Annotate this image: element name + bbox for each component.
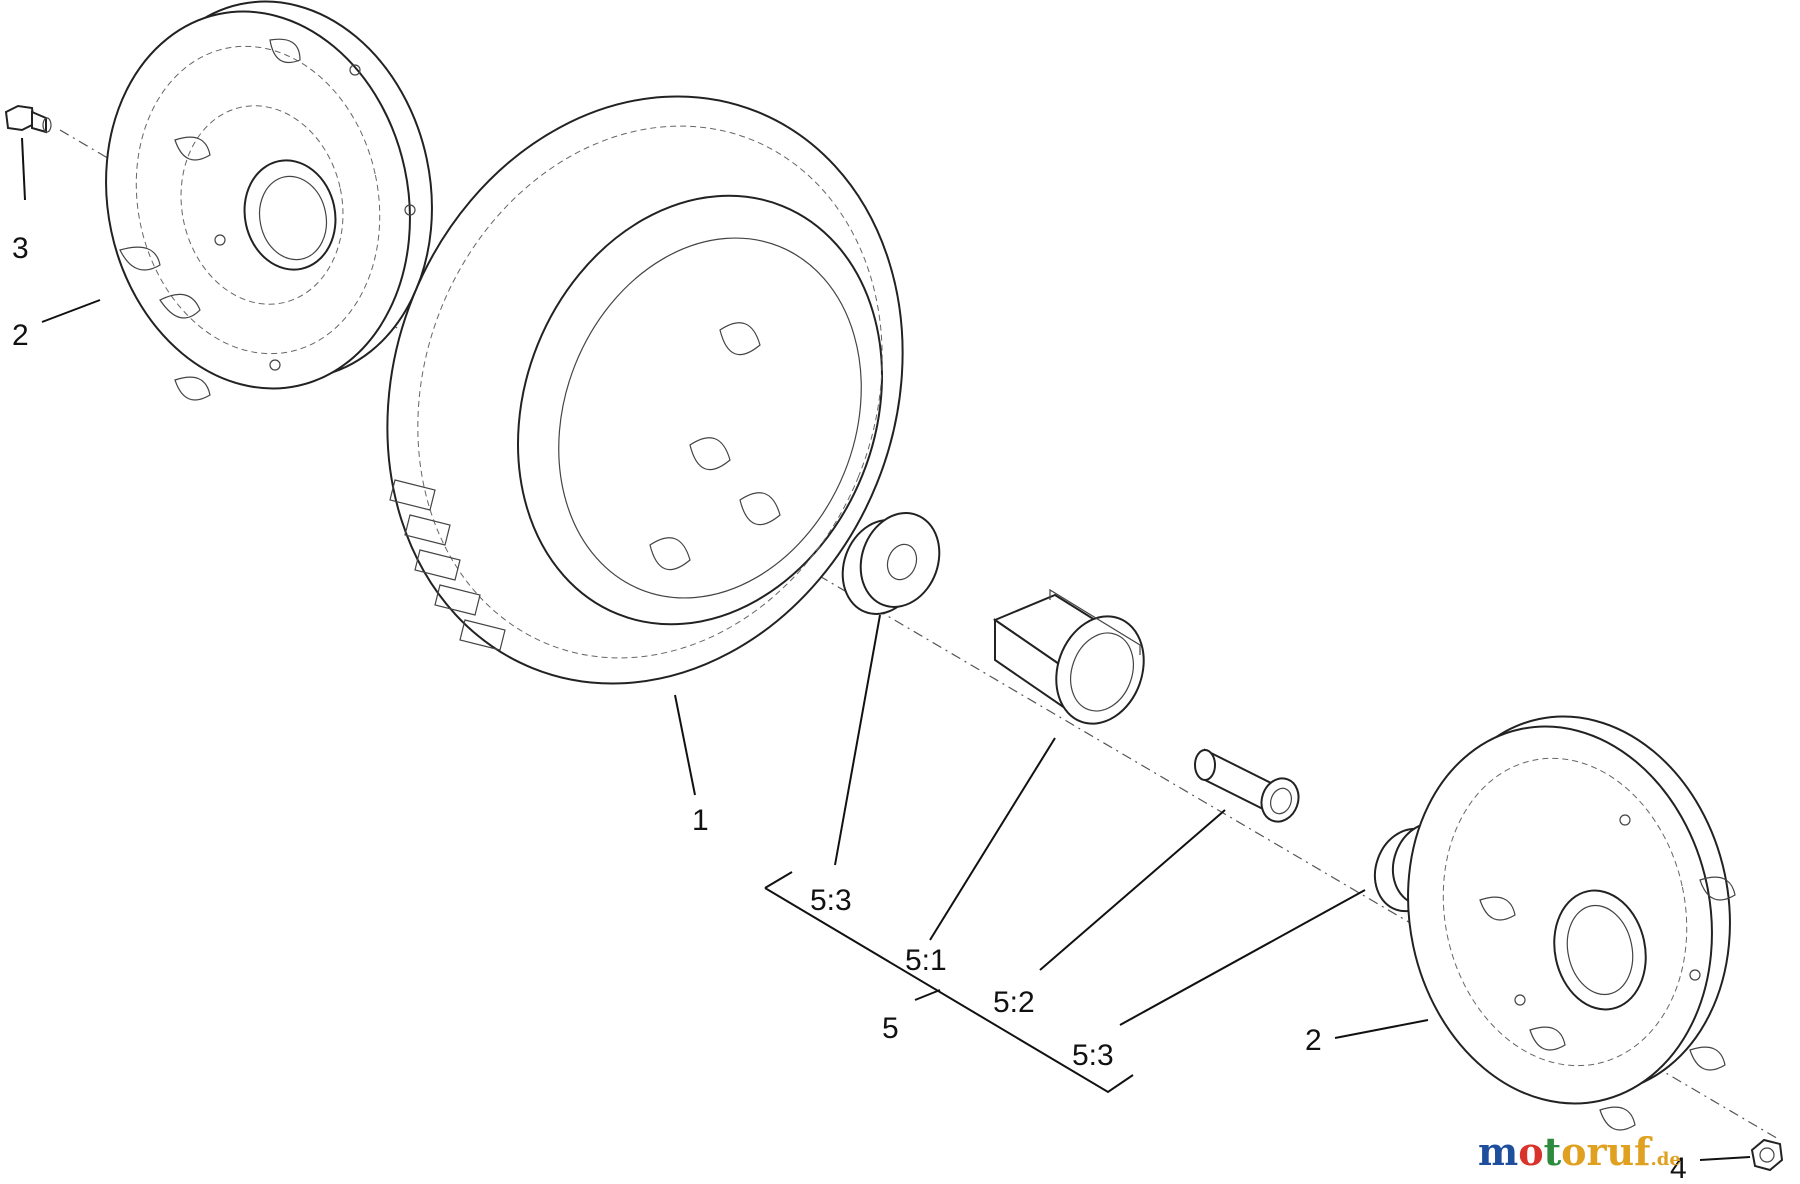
tire — [386, 95, 904, 685]
bolt — [4, 104, 52, 134]
callout-tire: 1 — [692, 804, 709, 837]
callout-bushing: 5:2 — [993, 986, 1035, 1019]
callout-wheel-assembly: 5 — [882, 1012, 899, 1045]
leader-hubcap-right — [1334, 1019, 1429, 1039]
callout-hubcap-left: 2 — [12, 319, 29, 352]
svg-text:motoruf.de: motoruf.de — [1478, 1129, 1681, 1174]
leader-spacer-right — [1119, 889, 1366, 1026]
leader-hub — [929, 737, 1056, 941]
nut — [1750, 1138, 1784, 1172]
bushing — [1194, 748, 1300, 823]
spacer-left — [841, 512, 941, 615]
leader-hubcap-left — [41, 299, 101, 323]
leader-nut — [1699, 1156, 1751, 1161]
leader-assembly — [914, 989, 941, 1001]
leader-bushing — [1039, 809, 1226, 971]
watermark-logo: motoruf.de — [1478, 1129, 1681, 1174]
leader-tire — [674, 694, 696, 796]
hubcap-right — [1407, 715, 1736, 1131]
leader-spacer-left — [834, 614, 881, 866]
hubcap-left — [105, 0, 433, 401]
bracket-assembly — [764, 871, 1134, 1094]
callout-spacer-left: 5:3 — [810, 884, 852, 917]
hub — [992, 588, 1145, 725]
callout-nut: 4 — [1670, 1152, 1687, 1184]
callout-hubcap-right: 2 — [1305, 1024, 1322, 1057]
leader-bolt — [21, 137, 26, 201]
callout-hub: 5:1 — [905, 944, 947, 977]
callout-spacer-right: 5:3 — [1072, 1039, 1114, 1072]
callout-bolt: 3 — [12, 232, 29, 265]
